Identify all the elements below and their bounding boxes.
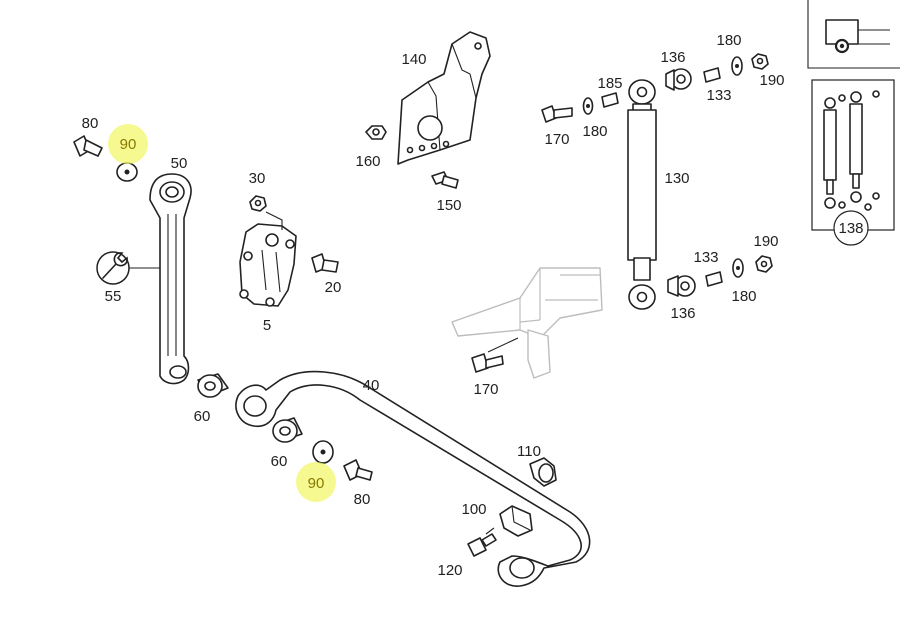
sleeve-185 bbox=[601, 92, 619, 108]
washer-90-top bbox=[116, 162, 138, 182]
highlight-90-bottom bbox=[296, 462, 336, 502]
label-5: 5 bbox=[263, 317, 271, 334]
nut-30 bbox=[249, 195, 267, 212]
label-180-left: 180 bbox=[582, 123, 607, 140]
bracket-5 bbox=[239, 223, 297, 307]
label-55: 55 bbox=[105, 288, 122, 305]
bolt-150 bbox=[431, 171, 459, 189]
label-140: 140 bbox=[401, 51, 426, 68]
washer-90-bottom bbox=[312, 440, 334, 464]
label-180-bottom: 180 bbox=[731, 288, 756, 305]
nut-190-top bbox=[751, 53, 769, 70]
label-100: 100 bbox=[461, 501, 486, 518]
nut-190-bottom bbox=[755, 255, 773, 273]
shock-absorber-130 bbox=[627, 79, 657, 310]
washer-180-left bbox=[582, 97, 594, 115]
sleeve-133-bottom bbox=[705, 271, 723, 287]
label-90-top: 90 bbox=[120, 136, 137, 153]
highlight-90-top bbox=[108, 124, 148, 164]
label-130: 130 bbox=[664, 170, 689, 187]
bolt-80-bottom bbox=[343, 459, 373, 481]
label-50: 50 bbox=[171, 155, 188, 172]
frame-bracket-ghost bbox=[451, 267, 603, 379]
label-80-bottom: 80 bbox=[354, 491, 371, 508]
label-20: 20 bbox=[325, 279, 342, 296]
label-170-top: 170 bbox=[544, 131, 569, 148]
sleeve-133-top bbox=[703, 67, 721, 83]
label-138: 138 bbox=[838, 220, 863, 237]
nut-160 bbox=[365, 125, 387, 140]
bushing-60-b bbox=[272, 417, 303, 443]
cap-110 bbox=[529, 457, 557, 487]
bushing-136-top bbox=[665, 68, 692, 91]
label-160: 160 bbox=[355, 153, 380, 170]
label-138-callout: 138 bbox=[833, 210, 869, 246]
label-185: 185 bbox=[597, 75, 622, 92]
label-90-bottom: 90 bbox=[308, 475, 325, 492]
label-190-top: 190 bbox=[759, 72, 784, 89]
washer-180-top bbox=[731, 56, 743, 76]
label-136-bottom: 136 bbox=[670, 305, 695, 322]
label-80-top: 80 bbox=[82, 115, 99, 132]
label-136-top: 136 bbox=[660, 49, 685, 66]
washer-180-bottom bbox=[732, 258, 744, 278]
label-133-bottom: 133 bbox=[693, 249, 718, 266]
label-120: 120 bbox=[437, 562, 462, 579]
anti-roll-bar-40 bbox=[235, 370, 591, 587]
bushing-60-a bbox=[197, 373, 229, 398]
label-150: 150 bbox=[436, 197, 461, 214]
bushing-136-bottom bbox=[667, 275, 696, 297]
label-60-a: 60 bbox=[194, 408, 211, 425]
label-133-top: 133 bbox=[706, 87, 731, 104]
label-30: 30 bbox=[249, 170, 266, 187]
bolt-20 bbox=[311, 253, 339, 273]
shock-absorber-inset bbox=[811, 79, 895, 231]
clamp-100 bbox=[499, 505, 533, 537]
label-110: 110 bbox=[517, 443, 541, 460]
bolt-170-bottom bbox=[471, 353, 504, 373]
wrench-icon bbox=[96, 251, 130, 285]
label-40: 40 bbox=[363, 377, 380, 394]
label-180-top: 180 bbox=[716, 32, 741, 49]
truck-icon bbox=[807, 0, 900, 69]
bolt-170-top bbox=[541, 105, 573, 123]
bracket-140 bbox=[397, 31, 491, 165]
link-rod-50 bbox=[149, 173, 192, 385]
bolt-80-top bbox=[73, 135, 103, 157]
bolt-120 bbox=[467, 533, 497, 557]
label-170-bottom: 170 bbox=[473, 381, 498, 398]
label-190-bottom: 190 bbox=[753, 233, 778, 250]
label-60-b: 60 bbox=[271, 453, 288, 470]
